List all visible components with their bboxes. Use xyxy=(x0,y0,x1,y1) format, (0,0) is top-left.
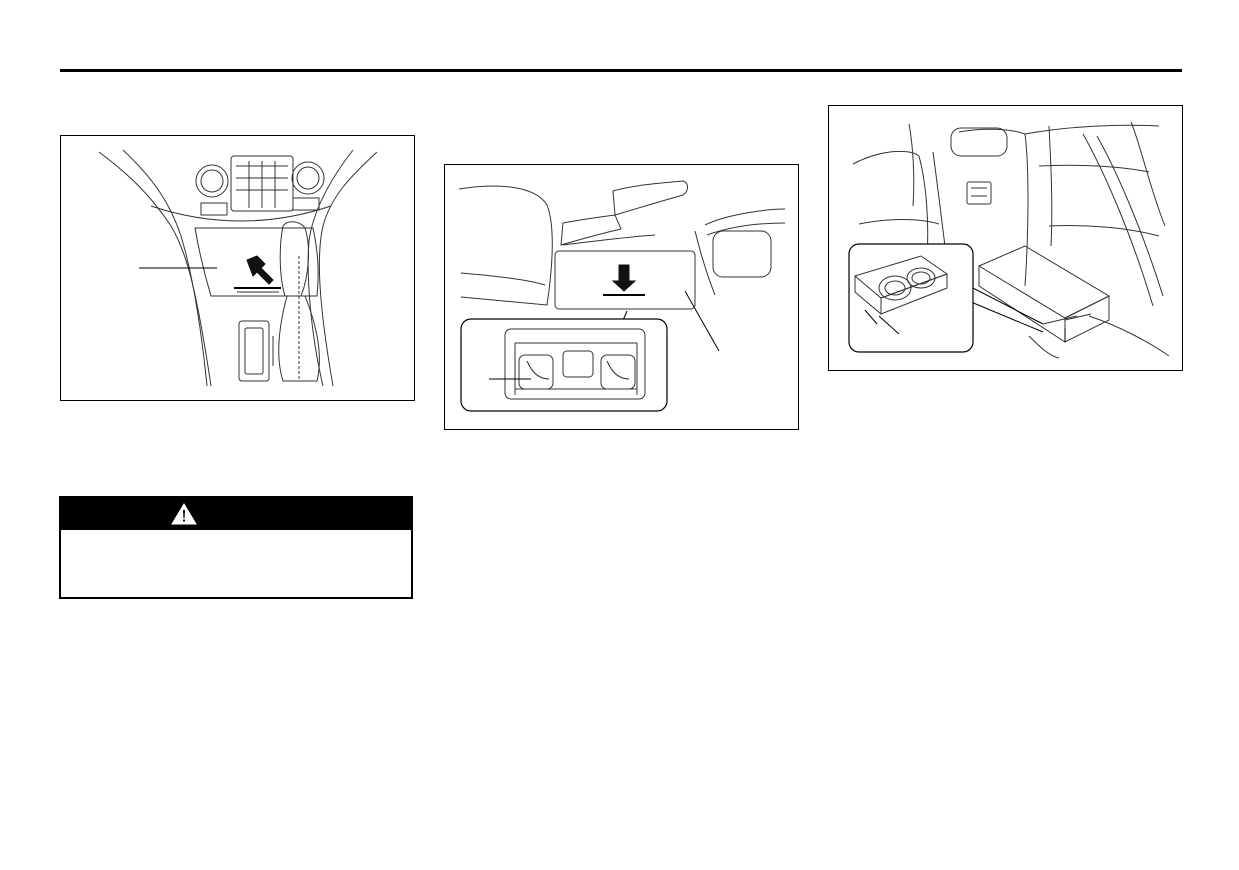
rear-console-illustration xyxy=(444,164,799,430)
warning-body-text xyxy=(61,530,411,546)
header-rule xyxy=(60,69,1182,72)
rear-armrest-illustration xyxy=(828,105,1183,371)
warning-box xyxy=(59,496,413,599)
warning-header xyxy=(61,498,411,530)
center-console-illustration xyxy=(60,135,415,401)
warning-triangle-icon xyxy=(171,503,197,525)
